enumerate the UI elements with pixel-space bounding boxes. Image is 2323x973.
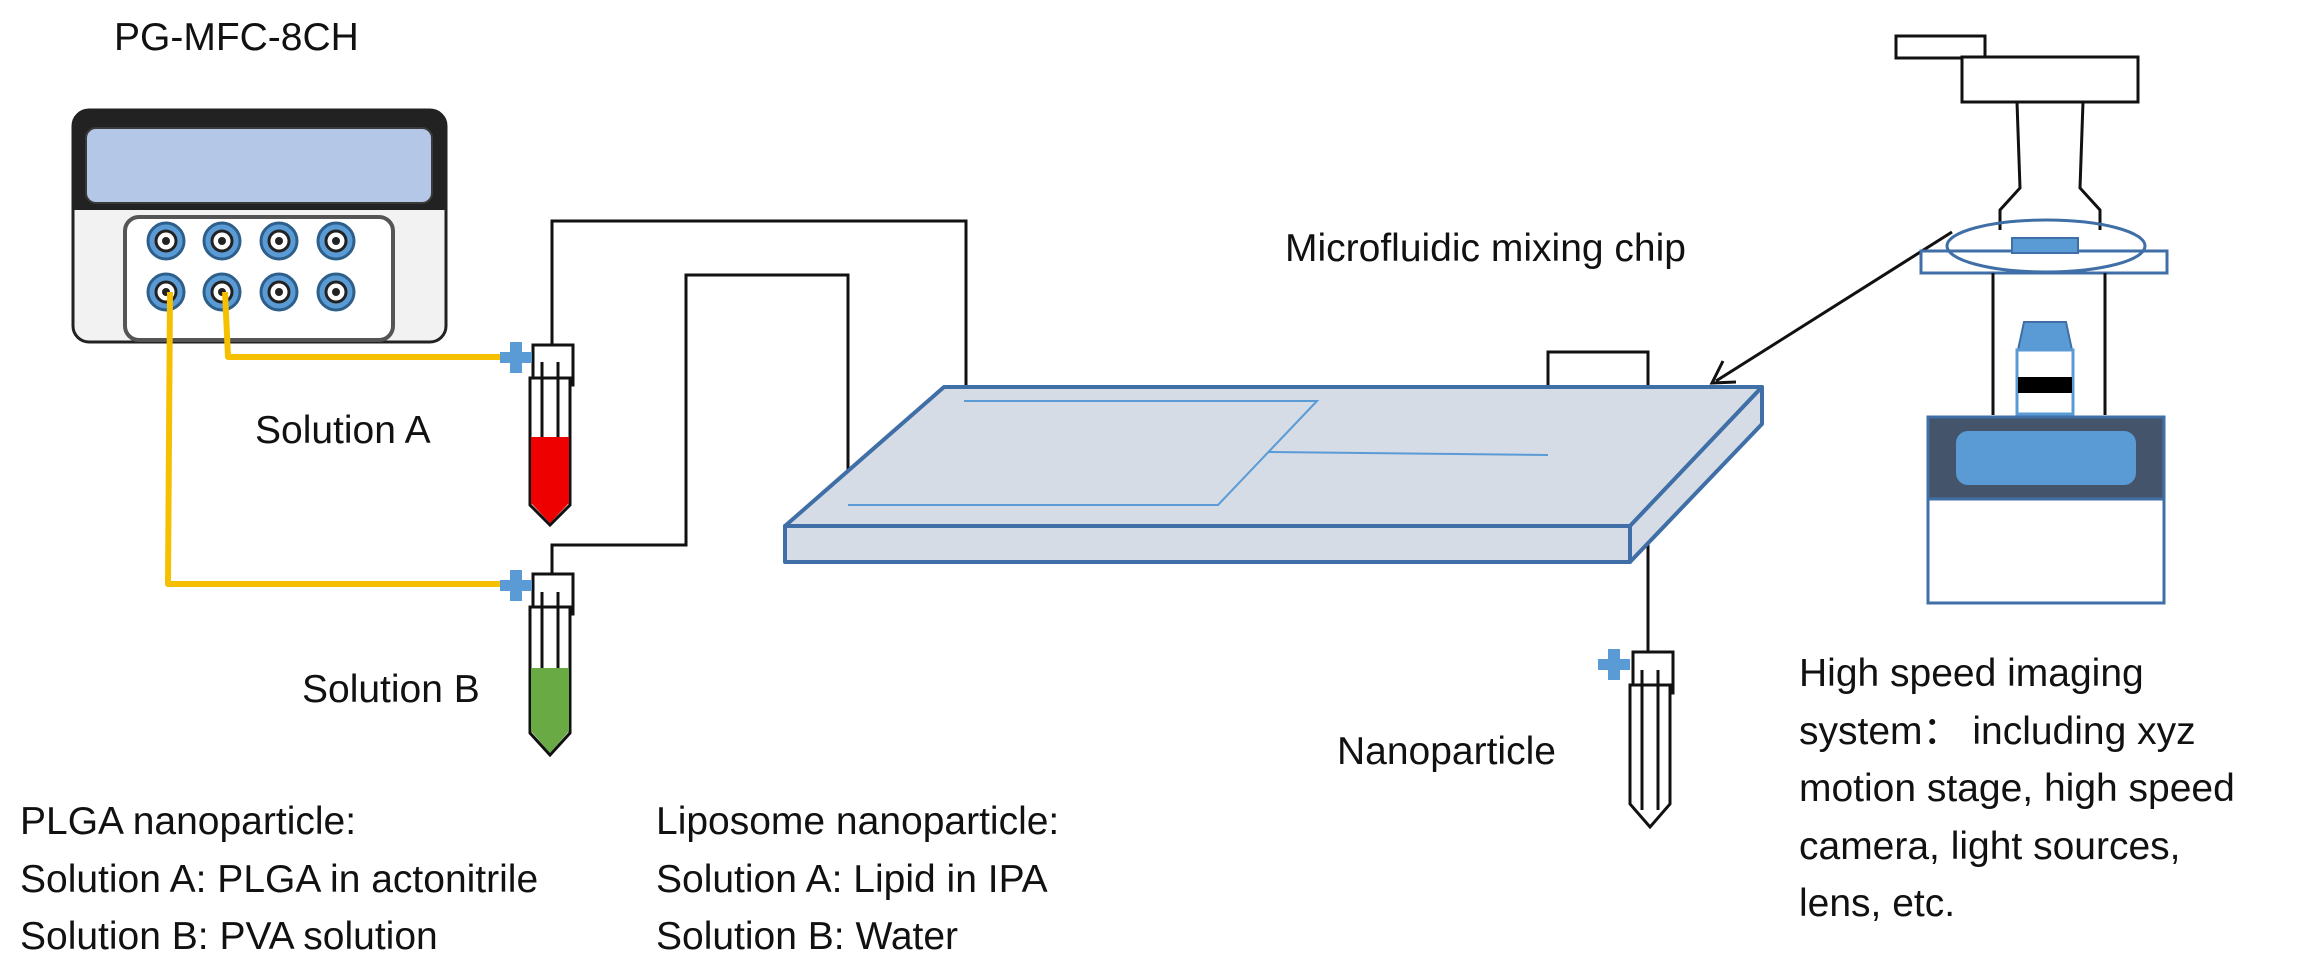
solution-a-liquid	[531, 437, 569, 523]
plga-solution-a: Solution A: PLGA in actonitrile	[20, 858, 538, 901]
connector-fitting-icon	[500, 342, 532, 373]
imaging-line-3: motion stage, high speed	[1799, 767, 2235, 810]
imaging-system	[1894, 34, 2169, 605]
pressure-tubing-b	[165, 291, 512, 587]
chip-pointer-arrow	[1709, 230, 1953, 385]
channel-port	[259, 221, 299, 261]
solution-b-liquid	[531, 668, 569, 753]
liposome-heading: Liposome nanoparticle:	[656, 800, 1059, 843]
solution-b-label: Solution B	[302, 668, 480, 711]
solution-a-tube	[500, 342, 575, 528]
solution-b-tube	[500, 570, 575, 758]
outlet-tubing-b	[550, 273, 850, 593]
nanoparticle-label: Nanoparticle	[1337, 730, 1556, 773]
channel-port	[146, 221, 186, 261]
outlet-tubing-a	[550, 219, 968, 401]
imaging-line-2: system： including xyz	[1799, 710, 2196, 753]
plga-recipe: PLGA nanoparticle: Solution A: PLGA in a…	[20, 800, 538, 958]
channel-port	[202, 272, 242, 312]
channel-port	[316, 221, 356, 261]
sample-holder	[1945, 218, 2147, 274]
sample-chip	[2011, 237, 2079, 254]
microfluidic-chip	[783, 385, 1764, 564]
channel-port	[316, 272, 356, 312]
imaging-line-4: camera, light sources,	[1799, 825, 2181, 868]
chip-mixing-channel	[1267, 451, 1549, 456]
pressure-tubing-a	[222, 291, 512, 360]
channel-port	[202, 221, 242, 261]
solution-a-label: Solution A	[255, 409, 431, 452]
controller-screen	[85, 127, 433, 204]
camera-window	[1956, 431, 2136, 485]
liposome-recipe: Liposome nanoparticle: Solution A: Lipid…	[656, 800, 1059, 958]
channel-ports	[146, 221, 356, 312]
device-title: PG-MFC-8CH	[114, 16, 359, 59]
liposome-solution-b: Solution B: Water	[656, 915, 958, 958]
plga-solution-b: Solution B: PVA solution	[20, 915, 438, 958]
channel-port	[259, 272, 299, 312]
imaging-line-1: High speed imaging	[1799, 652, 2144, 695]
liposome-solution-a: Solution A: Lipid in IPA	[656, 858, 1048, 901]
light-source-base	[1926, 497, 2166, 605]
connector-fitting-icon	[1598, 649, 1630, 680]
imaging-line-5: lens, etc.	[1799, 882, 1955, 925]
pressure-controller	[71, 108, 448, 344]
objective-lens	[2015, 321, 2075, 416]
nanoparticle-tube	[1598, 649, 1675, 830]
imaging-stage	[1919, 249, 2169, 275]
imaging-description: High speed imaging system： including xyz…	[1799, 652, 2235, 925]
channel-port	[146, 272, 186, 312]
connector-fitting-icon	[500, 570, 532, 601]
plga-heading: PLGA nanoparticle:	[20, 800, 356, 843]
chip-label: Microfluidic mixing chip	[1285, 227, 1686, 270]
chip-channel	[848, 400, 1320, 506]
